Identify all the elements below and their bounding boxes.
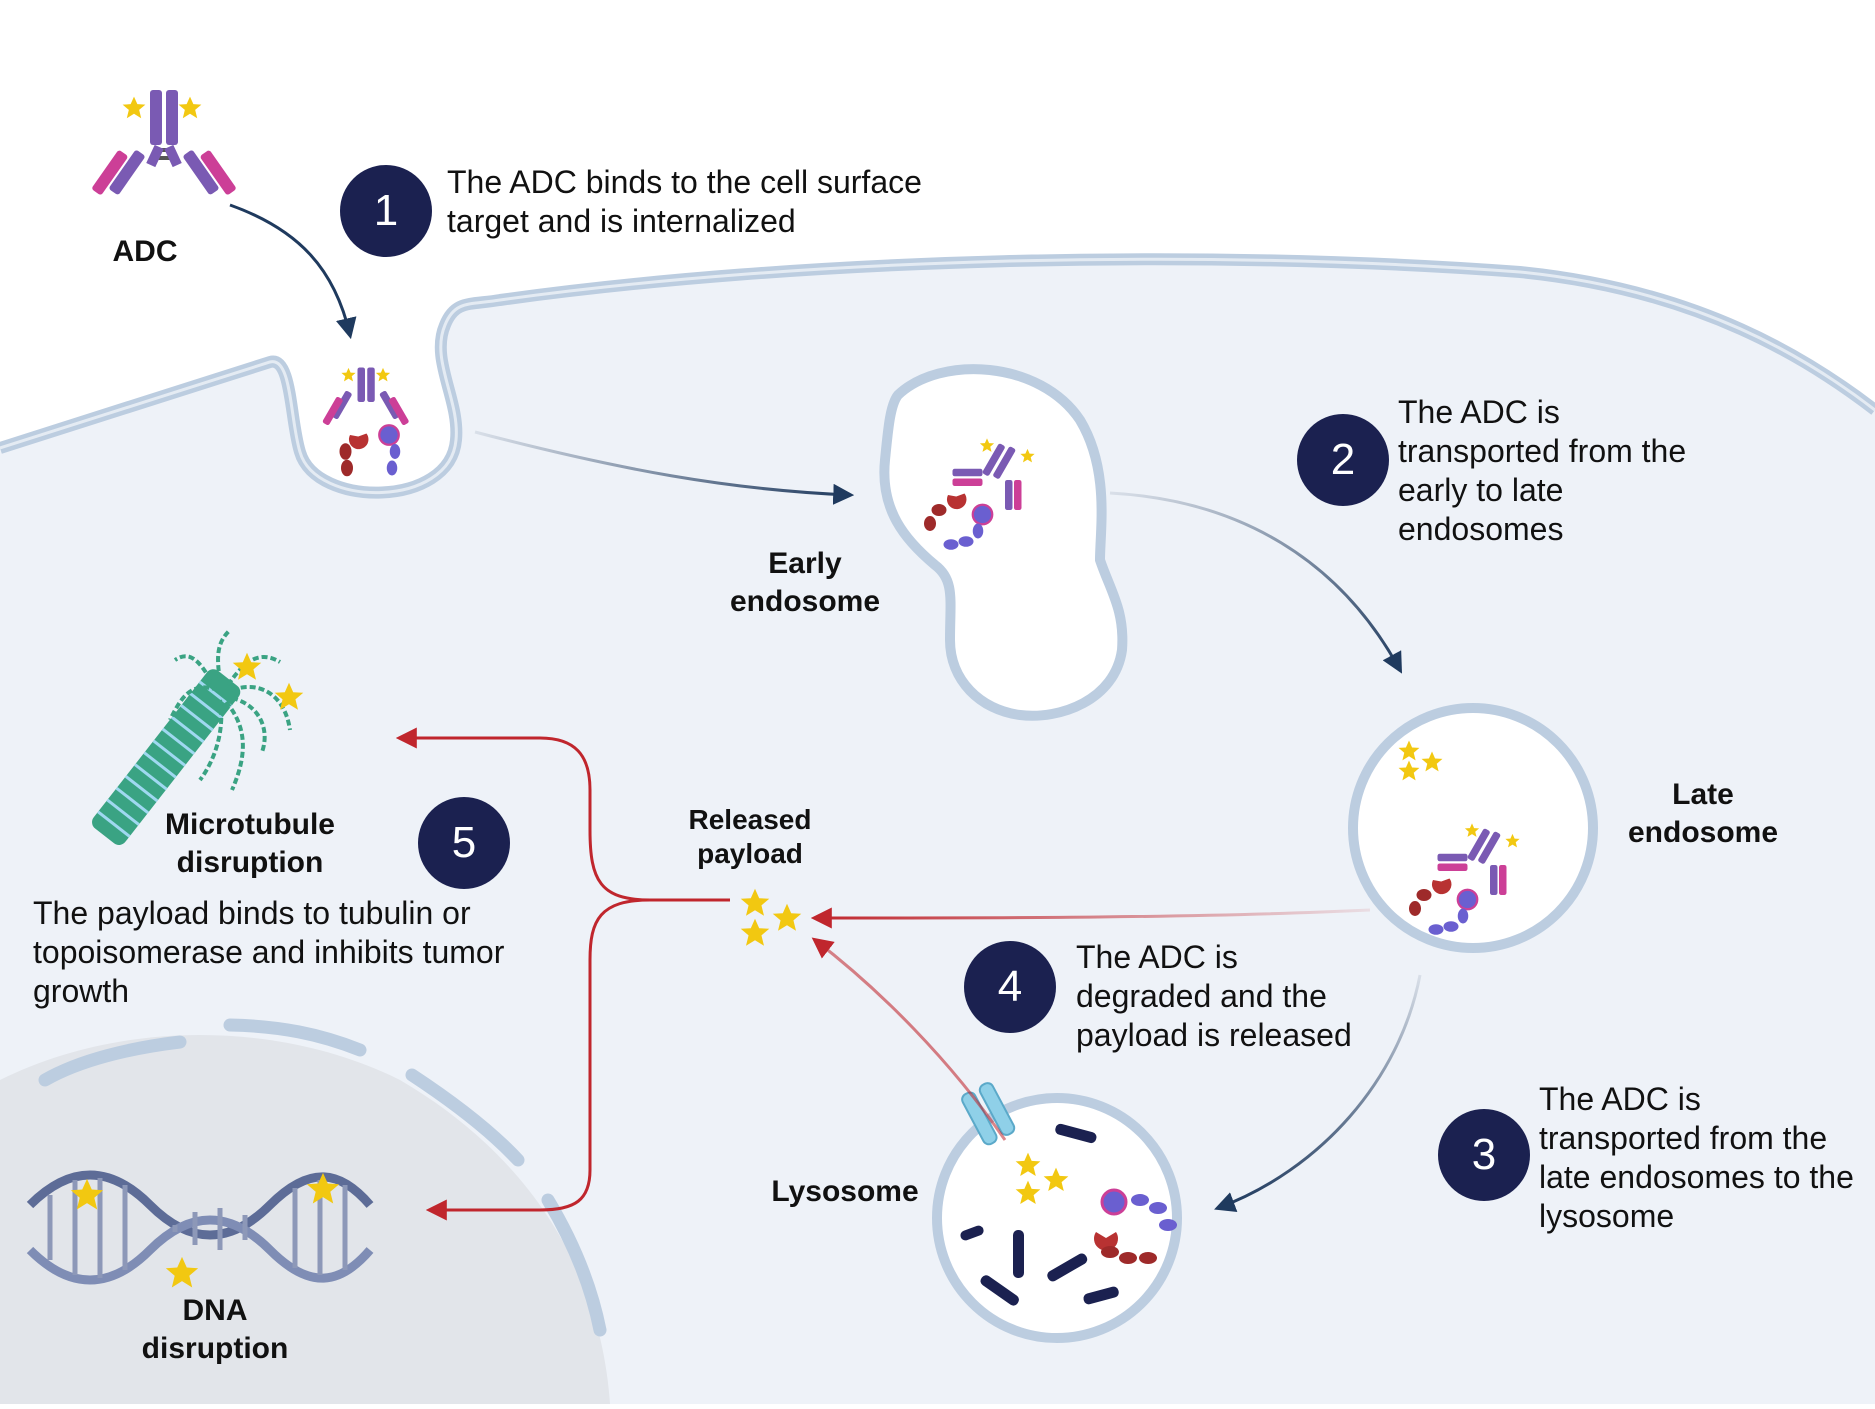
arrow-adc-to-membrane: [229, 203, 357, 340]
dna-label: DNA disruption: [141, 1294, 289, 1365]
arrow-membrane-to-early-endosome: [474, 430, 855, 505]
step-4-text: The ADC is degraded and the payload is r…: [1076, 939, 1352, 1053]
step-2-badge: 2: [1297, 414, 1389, 506]
early-endosome: [879, 364, 1128, 721]
adc-label: ADC: [112, 235, 178, 268]
cell-membrane-inner: [0, 257, 1875, 495]
step-1-badge: 1: [340, 165, 432, 257]
step-2-text: The ADC is transported from the early to…: [1398, 394, 1687, 547]
arrows: [229, 203, 1422, 1221]
late-endosome-label: Late endosome: [1627, 778, 1779, 849]
step-3-text: The ADC is transported from the late end…: [1539, 1081, 1854, 1234]
arrow-late-endosome-to-payload: [810, 907, 1371, 929]
step-5-badge: 5: [418, 797, 510, 889]
arrow-late-endosome-to-lysosome: [1214, 974, 1422, 1212]
step-3-badge: 3: [1438, 1109, 1530, 1201]
step-1-text: The ADC binds to the cell surface target…: [447, 164, 922, 239]
microtubule: [92, 628, 304, 846]
adc-bound-receptor: [322, 367, 409, 477]
step-5-text: The payload binds to tubulin or topoisom…: [33, 895, 505, 1009]
lysosome-label: Lysosome: [771, 1175, 919, 1208]
nucleus: [0, 1018, 610, 1404]
lysosome: [932, 1082, 1182, 1343]
step-4-badge: 4: [964, 941, 1056, 1033]
dna-helix: [26, 1170, 374, 1288]
transporter-channel: [961, 1082, 1016, 1146]
adc-in-late-endosome: [1409, 823, 1520, 935]
degraded-fragments: [960, 1123, 1119, 1306]
arrow-payload-to-microtubule: [395, 727, 730, 902]
adc-antibody: [92, 90, 236, 195]
arrow-early-to-late-endosome: [1109, 491, 1403, 674]
released-payload-label: Released payload: [688, 804, 812, 869]
adc-in-early-endosome: [924, 438, 1035, 550]
arrow-payload-to-dna: [425, 898, 730, 1221]
arrow-lysosome-to-payload: [811, 937, 1007, 1141]
lysosome-debris: [1094, 1188, 1177, 1264]
early-endosome-label: Early endosome: [729, 547, 881, 618]
microtubule-label: Microtubule disruption: [165, 808, 335, 879]
